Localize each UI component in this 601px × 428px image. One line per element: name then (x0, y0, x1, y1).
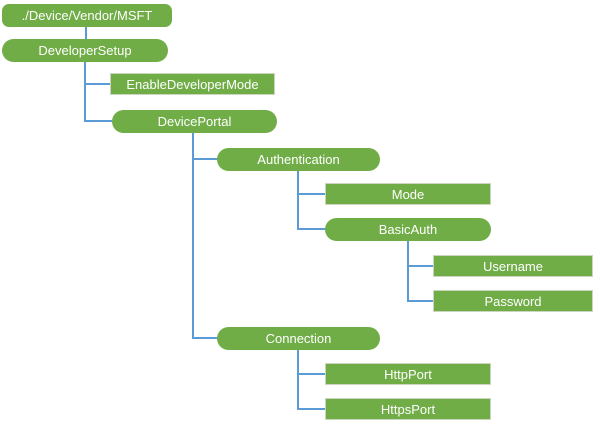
connector-to-connection (192, 337, 217, 339)
connector-to-httpsport (297, 408, 325, 410)
node-enabledevelopermode: EnableDeveloperMode (110, 73, 275, 95)
node-developersetup: DeveloperSetup (2, 39, 168, 62)
connector-to-mode (297, 193, 325, 195)
connector-to-basicauth (297, 228, 325, 230)
node-deviceportal: DevicePortal (112, 110, 277, 133)
connector-to-enabledevelopermode (84, 83, 110, 85)
connector-authentication-trunk (297, 171, 299, 230)
connector-to-httpport (297, 373, 325, 375)
connector-to-password (407, 300, 433, 302)
connector-basicauth-trunk (407, 241, 409, 302)
connector-developersetup-trunk (84, 62, 86, 122)
connector-connection-trunk (297, 350, 299, 410)
node-password: Password (433, 290, 593, 312)
node-root-device-vendor-msft: ./Device/Vendor/MSFT (2, 4, 172, 27)
node-username: Username (433, 255, 593, 277)
node-basicauth: BasicAuth (325, 218, 491, 241)
node-authentication: Authentication (217, 148, 380, 171)
connector-to-deviceportal (84, 120, 112, 122)
connector-root-developersetup (85, 27, 87, 39)
connector-to-username (407, 265, 433, 267)
node-connection: Connection (217, 327, 380, 350)
connector-deviceportal-trunk (192, 133, 194, 339)
connector-to-authentication (192, 158, 217, 160)
node-httpport: HttpPort (325, 363, 491, 385)
node-httpsport: HttpsPort (325, 398, 491, 420)
node-mode: Mode (325, 183, 491, 205)
